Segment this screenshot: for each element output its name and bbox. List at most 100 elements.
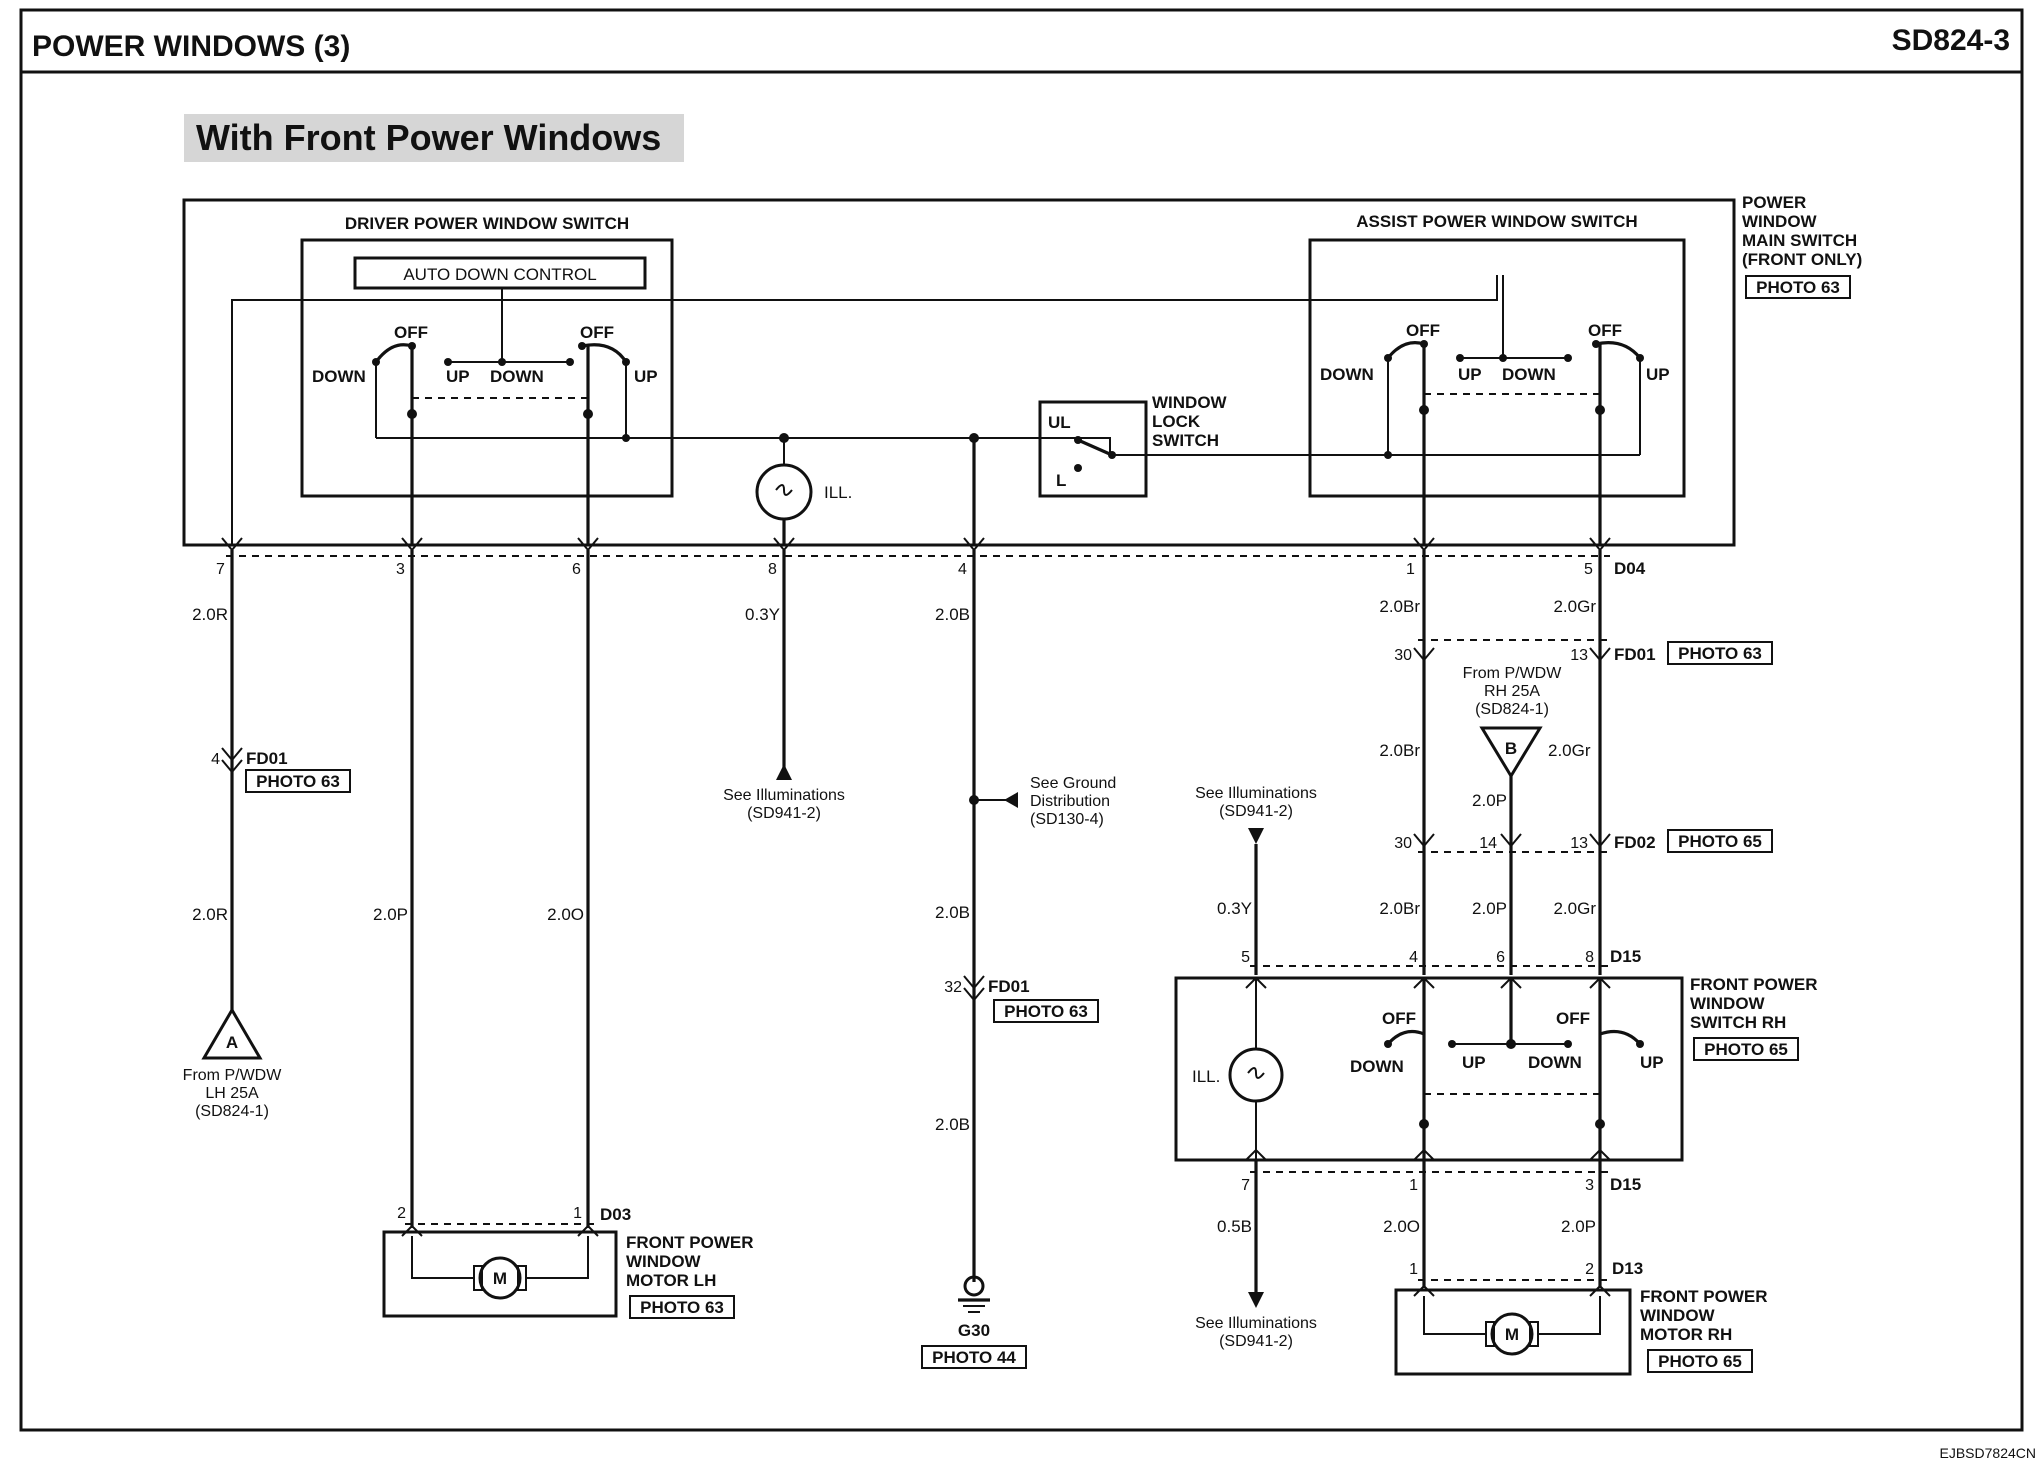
motor-rh-brush-right [1529,1321,1539,1347]
d15-top-pin-6: 6 [1496,949,1505,966]
assist-switch-contact [1592,340,1600,348]
motor-lh-label-2: WINDOW [626,1252,702,1271]
switch-rh-left-down: DOWN [1350,1057,1404,1076]
fuse-a-line-2: LH 25A [205,1085,259,1102]
fd02-pin-r: 13 [1570,835,1588,852]
switch-rh-right-down: DOWN [1528,1053,1582,1072]
driver-power-window-switch [300,238,674,498]
d04-pin-1: 1 [1406,561,1415,578]
assist-right-up-label: UP [1646,365,1670,384]
driver-left-off-label: OFF [394,323,428,342]
motor-rh-label-1: FRONT POWER [1640,1287,1768,1306]
fd02-pin-marks [1413,833,1611,848]
driver-switch-junction [407,409,417,419]
d03-pin-1: 1 [573,1205,582,1222]
ground-photo: PHOTO 44 [932,1348,1016,1367]
main-switch-label-1: POWER [1742,193,1806,212]
front-power-window-switch-rh [1174,976,1684,1162]
motor-rh-photo-box [1647,1349,1753,1373]
fd02-p14-upper-label: 2.0P [1472,791,1507,810]
auto-down-control-label: AUTO DOWN CONTROL [403,265,596,284]
wire-4-mid-label: 2.0B [935,903,970,922]
switch-rh-junction [1419,1119,1429,1129]
main-switch-label-2: WINDOW [1742,212,1818,231]
driver-switch-junction [622,434,630,442]
d04-pin-3: 3 [396,561,405,578]
window-lock-label-1: WINDOW [1152,393,1228,412]
d03-pin-2: 2 [397,1205,406,1222]
d13-name: D13 [1612,1259,1643,1278]
page-code: SD824-3 [1892,24,2010,57]
assist-right-off-label: OFF [1588,321,1622,340]
fuse-a-line-3: (SD824-1) [195,1103,269,1120]
d04-pin-7: 7 [216,561,225,578]
fd01-ground-name: FD01 [988,977,1030,996]
ground-name: G30 [958,1321,990,1340]
ground-return-wire [376,437,1388,456]
assist-power-window-switch [1308,238,1686,498]
d15-top-pin-5: 5 [1241,949,1250,966]
motor-lh-internal-wiring [411,1236,589,1279]
switch-rh-right-arm [1599,1030,1642,1046]
ground-dist-ref-1: See Ground [1030,775,1116,792]
main-switch-label-3: MAIN SWITCH [1742,231,1857,250]
d15-top-name: D15 [1610,947,1641,966]
motor-rh-internal-wiring [1423,1296,1601,1335]
driver-switch-contact [566,358,574,366]
wire-3-label: 2.0P [373,905,408,924]
illum2-ref-2: (SD941-2) [1219,803,1293,820]
switch-rh-junction [1595,1119,1605,1129]
switch-rh-label-1: FRONT POWER [1690,975,1818,994]
fuse-b-line-2: RH 25A [1484,683,1540,700]
fd01-left-connector-mark [221,747,243,774]
ill-lamp-label: ILL. [824,483,852,502]
supply-bus-wire [231,275,1498,545]
fuse-a-letter: A [226,1033,238,1052]
fd01-right-photo: PHOTO 63 [1678,644,1762,663]
auto-down-control [353,256,647,290]
motor-rh-icon [1490,1312,1534,1356]
main-switch-label-4: (FRONT ONLY) [1742,250,1862,269]
switch-rh-ill-filament [1247,1067,1265,1079]
wire-4-lower-label: 2.0B [935,1115,970,1134]
switch-rh-contact [1384,1040,1392,1048]
front-power-window-motor-rh [1394,1288,1632,1376]
d15-bottom-name: D15 [1610,1175,1641,1194]
power-window-main-switch [182,198,1736,547]
d04-pin-5: 5 [1584,561,1593,578]
wire-5-lower-label: 2.0Gr [1553,899,1596,918]
illum2-ref-1: See Illuminations [1195,785,1317,802]
fd01-ground-connector-mark [963,975,985,1002]
motor-rh-brush-left [1485,1321,1495,1347]
assist-left-switch-arm [1386,341,1425,360]
fuse-a-triangle [201,1007,263,1060]
banner-background [184,114,684,162]
wire-p14-lower-label: 2.0P [1472,899,1507,918]
wire-1-mid-label: 2.0Br [1379,741,1420,760]
window-lock-arm [1077,438,1113,457]
driver-right-up-label: UP [634,367,658,386]
switch-rh-label-2: WINDOW [1690,994,1766,1013]
d15-bottom-pin-7: 7 [1241,1177,1250,1194]
driver-right-down-label: DOWN [490,367,544,386]
ground-distribution-arrow [1004,792,1018,808]
driver-switch-junction [583,409,593,419]
wire-6-label: 2.0O [547,905,584,924]
motor-lh-brush-left [473,1265,483,1291]
fd01-right-pin-l: 30 [1394,647,1412,664]
motor-lh-brush-right [517,1265,527,1291]
fuse-b-triangle [1479,726,1543,779]
fuse-b-line-3: (SD824-1) [1475,701,1549,718]
d03-connector-name: D03 [600,1205,631,1224]
d15-top-pin-4: 4 [1409,949,1418,966]
fd01-right-pin-r: 13 [1570,647,1588,664]
switch-rh-left-up: UP [1462,1053,1486,1072]
ground-dist-ref-2: Distribution [1030,793,1110,810]
fd01-right-photo-box [1667,641,1773,665]
ground-dist-ref-3: (SD130-4) [1030,811,1104,828]
assist-left-off-label: OFF [1406,321,1440,340]
ill-lamp-filament [775,484,793,496]
fuse-b-letter: B [1505,739,1517,758]
motor-lh-label-3: MOTOR LH [626,1271,716,1290]
